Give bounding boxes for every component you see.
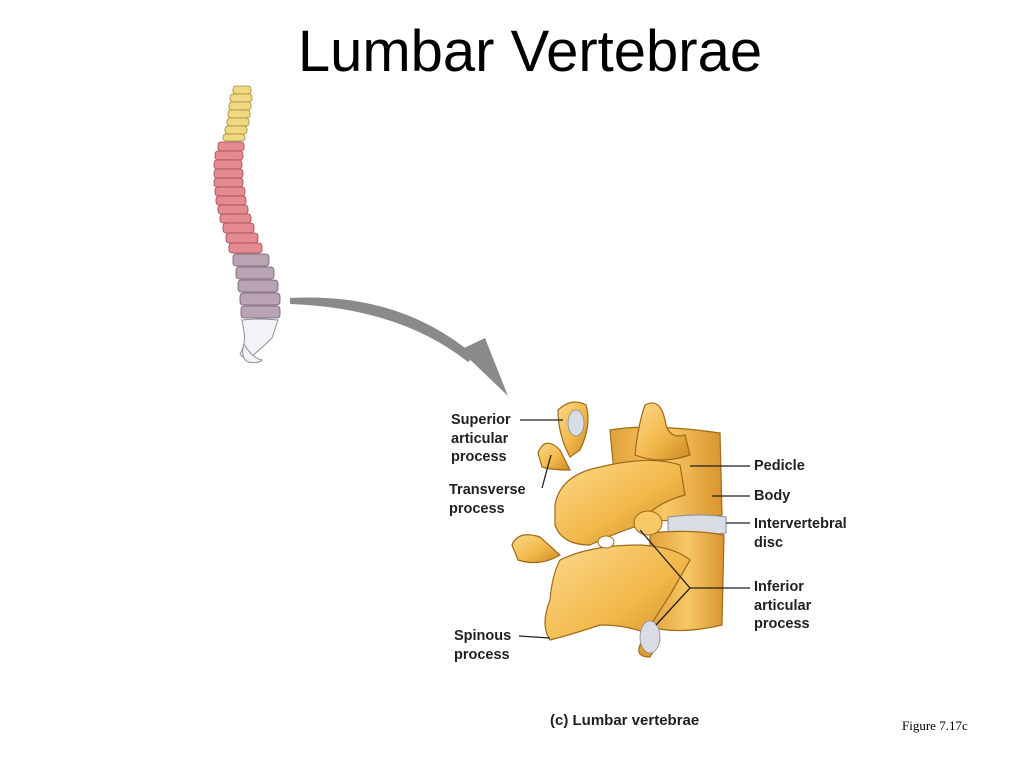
figure-reference: Figure 7.17c — [902, 718, 968, 733]
spinal-column-illustration — [213, 85, 281, 364]
label-intervertebral-disc: Intervertebral disc — [754, 516, 847, 551]
cervical-vertebrae — [222, 85, 253, 142]
curved-arrow-icon — [290, 297, 508, 396]
lumbar-vertebrae — [232, 253, 281, 319]
label-pedicle: Pedicle — [754, 458, 805, 474]
label-spinous-process: Spinous process — [454, 628, 512, 663]
label-superior-articular-process: Superior articular process — [451, 412, 511, 465]
slide-title: Lumbar Vertebrae — [297, 19, 763, 84]
label-transverse-process: Transverse process — [449, 482, 526, 517]
figure-caption: (c) Lumbar vertebrae — [550, 712, 700, 729]
lumbar-vertebrae-illustration — [511, 401, 727, 658]
label-body: Body — [754, 488, 791, 504]
sacrum-coccyx — [239, 318, 279, 364]
label-inferior-articular-process: Inferior articular process — [754, 579, 812, 632]
thoracic-vertebrae — [213, 141, 263, 254]
